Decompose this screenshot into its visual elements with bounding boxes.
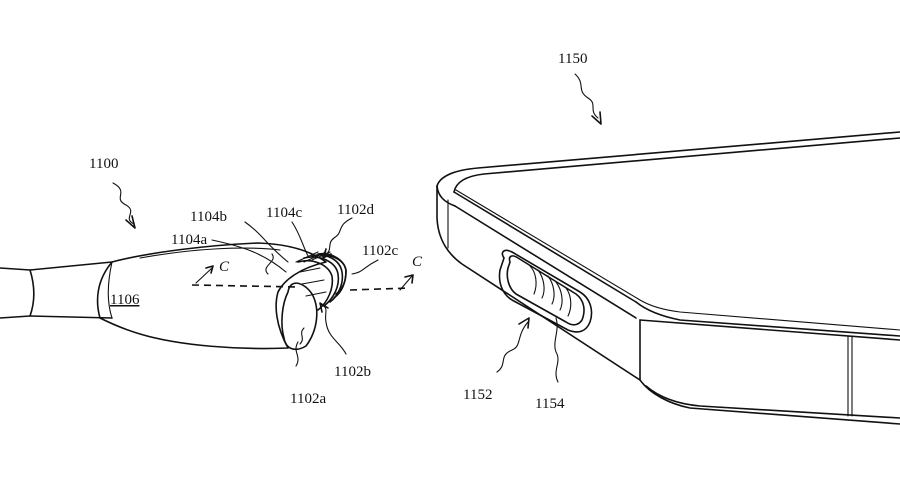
plug-face: [281, 282, 318, 351]
label-1102c: 1102c: [362, 243, 398, 259]
label-1102b: 1102b: [334, 364, 371, 380]
label-1152: 1152: [463, 387, 492, 403]
label-1104a: 1104a: [171, 232, 207, 248]
cable-connector: [0, 182, 414, 367]
contact-rings: [295, 251, 347, 311]
label-1102d: 1102d: [337, 202, 374, 218]
label-1104c: 1104c: [266, 205, 302, 221]
reference-labels: 1100 1106 1102a 1102b 1102c 1102d 1104a …: [89, 51, 587, 412]
plug-housing: [96, 242, 327, 350]
label-1150: 1150: [558, 51, 587, 67]
cable: [0, 267, 35, 319]
device-top-surface: [436, 131, 900, 187]
receptacle-port: [498, 249, 593, 333]
label-1102a: 1102a: [290, 391, 326, 407]
device: [436, 73, 900, 425]
label-1154: 1154: [535, 396, 565, 412]
section-marker-left: C: [219, 259, 230, 275]
section-line: [191, 284, 411, 291]
label-1100: 1100: [89, 156, 118, 172]
label-1104b: 1104b: [190, 209, 227, 225]
label-1106: 1106: [110, 292, 140, 308]
section-marker-right: C: [412, 254, 423, 270]
